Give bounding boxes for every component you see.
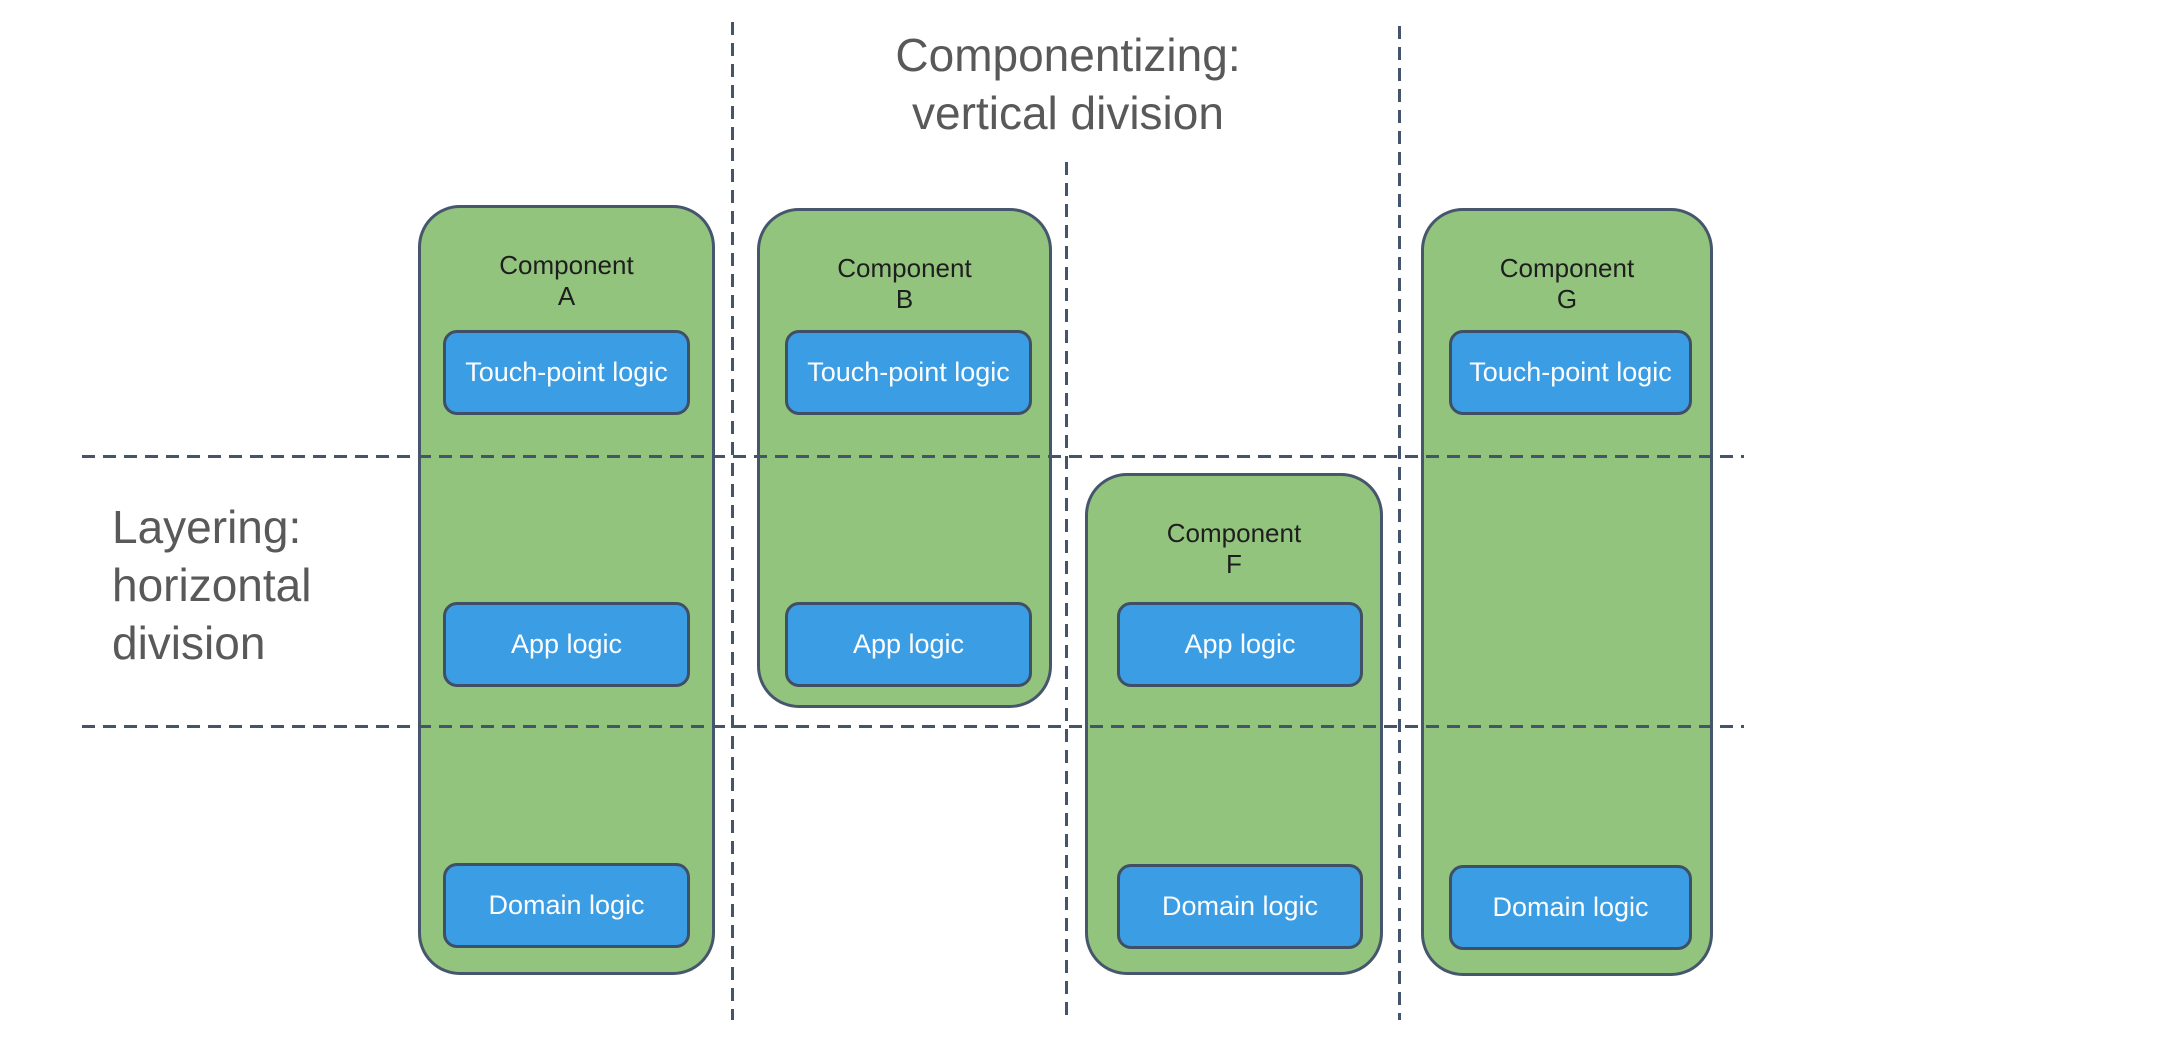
component-a-title-word: Component — [499, 250, 634, 280]
component-b-app-logic-label: App logic — [852, 629, 965, 659]
component-g-title: Component G — [1424, 253, 1710, 315]
horizontal-divider-top — [82, 455, 1744, 458]
diagram-title-line2: vertical division — [912, 87, 1224, 139]
component-g-letter: G — [1556, 284, 1578, 314]
component-f-domain-logic-label: Domain logic — [1161, 891, 1319, 921]
layering-label-line3: division — [112, 617, 266, 669]
component-b-touch-point-logic-block: Touch-point logic — [785, 330, 1032, 415]
vertical-divider-left — [731, 22, 734, 1020]
component-g-container: Component G Touch-point logic Domain log… — [1421, 208, 1713, 976]
horizontal-divider-bottom — [82, 725, 1744, 728]
component-g-touch-point-logic-label: Touch-point logic — [1469, 357, 1672, 387]
diagram-title: Componentizing: vertical division — [668, 26, 1468, 142]
component-g-title-word: Component — [1499, 253, 1635, 283]
component-f-container: Component F App logic Domain logic — [1085, 473, 1383, 975]
component-f-letter: F — [1226, 549, 1242, 579]
component-a-domain-logic-label: Domain logic — [488, 890, 645, 920]
layering-label: Layering: horizontal division — [112, 498, 432, 672]
component-b-title: Component B — [760, 253, 1049, 315]
component-f-app-logic-block: App logic — [1117, 602, 1363, 687]
component-a-app-logic-label: App logic — [510, 629, 623, 659]
component-a-touch-point-logic-block: Touch-point logic — [443, 330, 690, 415]
component-b-letter: B — [895, 284, 914, 314]
component-a-touch-point-logic-label: Touch-point logic — [465, 357, 668, 387]
component-g-domain-logic-block: Domain logic — [1449, 865, 1692, 950]
component-f-domain-logic-block: Domain logic — [1117, 864, 1363, 949]
vertical-divider-middle — [1065, 162, 1068, 1020]
component-a-app-logic-block: App logic — [443, 602, 690, 687]
component-f-app-logic-label: App logic — [1184, 629, 1296, 659]
vertical-divider-right — [1398, 26, 1401, 1020]
component-f-title-word: Component — [1166, 518, 1302, 548]
component-b-app-logic-block: App logic — [785, 602, 1032, 687]
component-b-container: Component B Touch-point logic App logic — [757, 208, 1052, 708]
layering-label-line2: horizontal — [112, 559, 312, 611]
component-b-touch-point-logic-label: Touch-point logic — [807, 357, 1010, 387]
component-a-letter: A — [557, 281, 576, 311]
component-g-touch-point-logic-block: Touch-point logic — [1449, 330, 1692, 415]
component-a-domain-logic-block: Domain logic — [443, 863, 690, 948]
component-b-title-word: Component — [837, 253, 972, 283]
component-f-title: Component F — [1088, 518, 1380, 580]
layering-label-line1: Layering: — [112, 501, 302, 553]
component-a-container: Component A Touch-point logic App logic … — [418, 205, 715, 975]
component-g-domain-logic-label: Domain logic — [1492, 892, 1649, 922]
diagram-title-line1: Componentizing: — [895, 29, 1241, 81]
component-a-title: Component A — [421, 250, 712, 312]
